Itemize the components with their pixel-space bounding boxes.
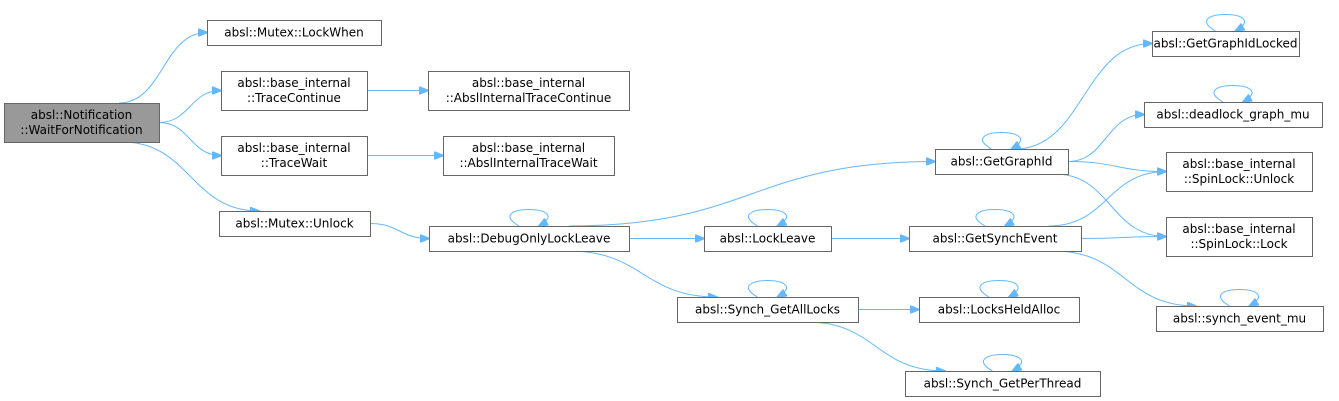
node-box [1166, 217, 1313, 257]
edges-layer [118, 14, 1259, 372]
node-locks-held-alloc[interactable]: absl::LocksHeldAlloc [919, 297, 1080, 323]
edge-wait-for-notification-to-mutex-unlock [121, 141, 259, 211]
node-label: absl::Mutex::Unlock [235, 217, 353, 231]
node-label: absl::DebugOnlyLockLeave [448, 232, 611, 246]
edge-wait-for-notification-to-mutex-lockwhen [118, 33, 207, 104]
node-box [1152, 31, 1300, 57]
node-absl-internal-trace-wait[interactable]: absl::base_internal::AbslInternalTraceWa… [443, 136, 615, 176]
edge-mutex-unlock-to-debug-only-lock-leave [369, 223, 429, 239]
edge-get-synch-event-to-spinlock-unlock [1048, 172, 1166, 227]
node-box [221, 136, 368, 176]
node-label: absl::Synch_GetPerThread [924, 377, 1082, 391]
node-box [429, 226, 630, 252]
edge-get-graph-id-to-deadlock-graph-mu [1067, 115, 1144, 162]
edge-get-synch-event-to-synch-event-mu [1053, 250, 1196, 306]
node-box [428, 71, 630, 111]
node-label: absl::synch_event_mu [1173, 312, 1306, 326]
node-label: absl::GetSynchEvent [933, 232, 1058, 246]
node-box [935, 149, 1069, 175]
node-synch-get-per-thread[interactable]: absl::Synch_GetPerThread [905, 371, 1101, 397]
node-mutex-lockwhen[interactable]: absl::Mutex::LockWhen [207, 20, 382, 46]
node-label: ::WaitForNotification [20, 123, 142, 137]
node-spinlock-unlock[interactable]: absl::base_internal::SpinLock::Unlock [1166, 152, 1313, 192]
node-wait-for-notification[interactable]: absl::Notification::WaitForNotification [4, 103, 160, 143]
node-label: absl::base_internal [472, 141, 585, 155]
node-label: absl::base_internal [1182, 157, 1295, 171]
node-label: absl::deadlock_graph_mu [1156, 108, 1309, 122]
edge-wait-for-notification-to-trace-wait [158, 122, 221, 156]
node-box [909, 226, 1082, 252]
edge-synch-get-all-locks-to-synch-get-per-thread [806, 321, 945, 371]
node-box [443, 136, 615, 176]
edge-get-synch-event-to-get-synch-event [975, 209, 1014, 227]
node-label: ::AbslInternalTraceContinue [446, 91, 612, 105]
node-absl-internal-trace-continue[interactable]: absl::base_internal::AbslInternalTraceCo… [428, 71, 630, 111]
node-box [219, 211, 371, 237]
node-label: absl::GetGraphIdLocked [1154, 37, 1298, 51]
edge-synch-get-all-locks-to-synch-get-all-locks [748, 280, 786, 298]
edge-get-graph-id-to-get-graph-id-locked [1014, 44, 1152, 150]
node-trace-continue[interactable]: absl::base_internal::TraceContinue [221, 71, 368, 111]
node-box [221, 71, 368, 111]
node-label: absl::GetGraphId [951, 155, 1053, 169]
node-box [919, 297, 1080, 323]
node-label: absl::Synch_GetAllLocks [695, 303, 840, 317]
node-label: ::TraceWait [261, 156, 328, 170]
node-label: ::TraceContinue [247, 91, 341, 105]
node-deadlock-graph-mu[interactable]: absl::deadlock_graph_mu [1144, 102, 1323, 128]
node-label: absl::Notification [31, 108, 133, 122]
edge-lock-leave-to-lock-leave [748, 209, 786, 227]
edge-deadlock-graph-mu-to-deadlock-graph-mu [1213, 85, 1252, 103]
edge-get-synch-event-to-spinlock-lock [1080, 237, 1166, 239]
node-synch-get-all-locks[interactable]: absl::Synch_GetAllLocks [677, 297, 859, 323]
node-label: ::SpinLock::Lock [1190, 237, 1287, 251]
node-box [677, 297, 859, 323]
node-spinlock-lock[interactable]: absl::base_internal::SpinLock::Lock [1166, 217, 1313, 257]
edge-synch-event-mu-to-synch-event-mu [1220, 289, 1258, 307]
edge-locks-held-alloc-to-locks-held-alloc [979, 280, 1018, 298]
edge-wait-for-notification-to-trace-continue [158, 91, 221, 123]
node-box [1144, 102, 1323, 128]
edge-debug-only-lock-leave-to-get-graph-id [568, 162, 935, 227]
node-label: absl::LocksHeldAlloc [938, 303, 1060, 317]
node-box [1166, 152, 1313, 192]
node-label: absl::base_internal [472, 76, 585, 90]
edge-synch-get-per-thread-to-synch-get-per-thread [983, 354, 1021, 372]
nodes-layer: absl::Notification::WaitForNotificationa… [4, 20, 1324, 397]
node-label: absl::base_internal [1182, 222, 1295, 236]
node-get-graph-id-locked[interactable]: absl::GetGraphIdLocked [1152, 31, 1300, 57]
node-debug-only-lock-leave[interactable]: absl::DebugOnlyLockLeave [429, 226, 630, 252]
node-label: ::AbslInternalTraceWait [459, 156, 597, 170]
node-box [207, 20, 382, 46]
node-label: absl::base_internal [237, 76, 350, 90]
node-get-graph-id[interactable]: absl::GetGraphId [935, 149, 1069, 175]
node-synch-event-mu[interactable]: absl::synch_event_mu [1156, 306, 1324, 332]
edge-debug-only-lock-leave-to-synch-get-all-locks [568, 250, 717, 297]
node-mutex-unlock[interactable]: absl::Mutex::Unlock [219, 211, 371, 237]
node-lock-leave[interactable]: absl::LockLeave [704, 226, 832, 252]
edge-get-graph-id-to-spinlock-unlock [1067, 161, 1166, 172]
node-label: ::SpinLock::Unlock [1184, 172, 1294, 186]
node-box [4, 103, 160, 143]
node-trace-wait[interactable]: absl::base_internal::TraceWait [221, 136, 368, 176]
node-get-synch-event[interactable]: absl::GetSynchEvent [909, 226, 1082, 252]
edge-debug-only-lock-leave-to-debug-only-lock-leave [509, 209, 548, 227]
node-label: absl::base_internal [237, 141, 350, 155]
node-box [905, 371, 1101, 397]
node-box [1156, 306, 1324, 332]
node-label: absl::Mutex::LockWhen [224, 26, 364, 40]
edge-get-graph-id-to-get-graph-id [982, 132, 1020, 150]
edge-get-graph-id-locked-to-get-graph-id-locked [1206, 14, 1244, 32]
node-box [704, 226, 832, 252]
edge-get-graph-id-to-spinlock-lock [1054, 173, 1166, 237]
node-label: absl::LockLeave [720, 232, 816, 246]
